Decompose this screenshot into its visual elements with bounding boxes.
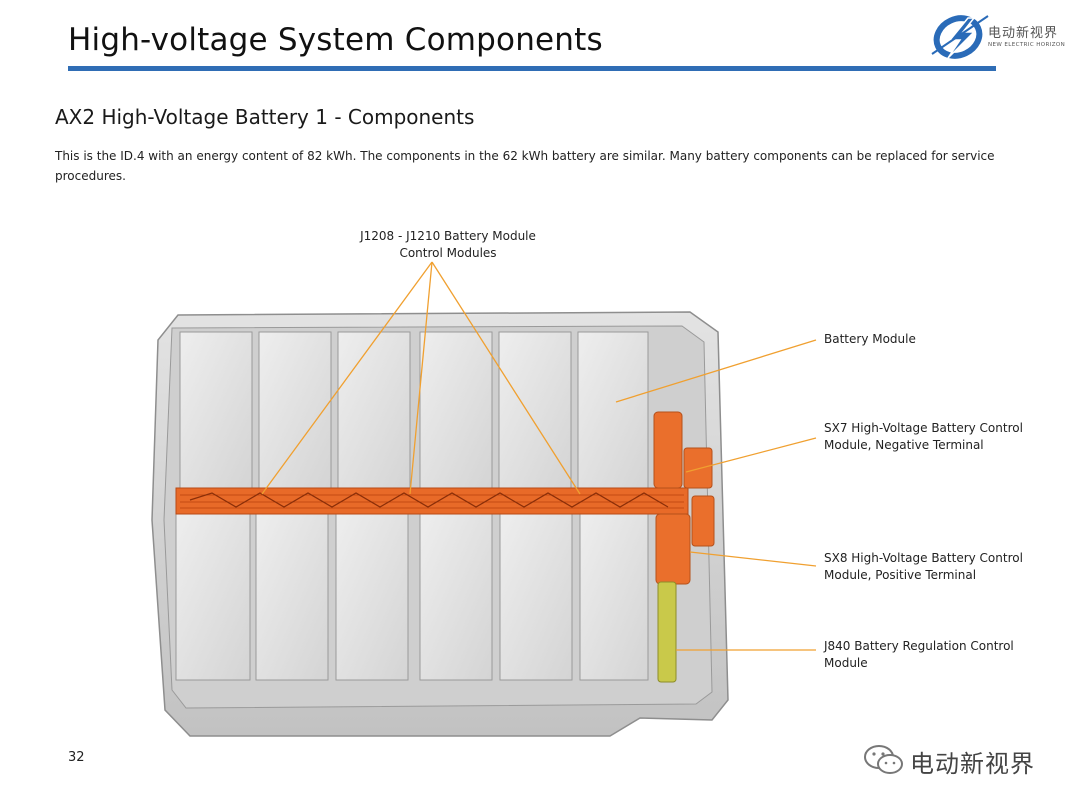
slide-title: High-voltage System Components bbox=[68, 22, 603, 58]
battery-module bbox=[337, 331, 411, 491]
battery-modules-bottom bbox=[175, 511, 649, 681]
battery-module bbox=[577, 331, 649, 491]
battery-module bbox=[579, 511, 649, 681]
j840-regulation-module bbox=[657, 581, 677, 683]
callout-sx8: SX8 High-Voltage Battery Control Module,… bbox=[824, 550, 1023, 584]
lightning-logo-icon bbox=[931, 15, 989, 59]
battery-module bbox=[258, 331, 332, 491]
callout-j840-line2: Module bbox=[824, 656, 868, 670]
callout-battery-module: Battery Module bbox=[824, 331, 916, 348]
section-description: This is the ID.4 with an energy content … bbox=[55, 149, 995, 183]
callout-sx7: SX7 High-Voltage Battery Control Module,… bbox=[824, 420, 1023, 454]
battery-module bbox=[498, 331, 572, 491]
logo-english-name: NEW ELECTRIC HORIZON bbox=[988, 42, 1066, 48]
callout-sx7-line2: Module, Negative Terminal bbox=[824, 438, 984, 452]
logo-chinese-name: 电动新视界 bbox=[988, 26, 1059, 41]
callout-leader-lines bbox=[261, 261, 817, 651]
battery-module bbox=[419, 511, 493, 681]
section-subtitle: AX2 High-Voltage Battery 1 - Components bbox=[55, 105, 475, 129]
callout-battery-module-label: Battery Module bbox=[824, 332, 916, 346]
battery-module bbox=[255, 511, 329, 681]
page-number: 32 bbox=[68, 750, 85, 765]
callout-sx7-line1: SX7 High-Voltage Battery Control bbox=[824, 421, 1023, 435]
callout-j840-line1: J840 Battery Regulation Control bbox=[824, 639, 1014, 653]
brand-logo: 电动新视界 NEW ELECTRIC HORIZON bbox=[930, 10, 1075, 60]
sx7-control-module bbox=[653, 411, 713, 489]
sx8-control-module bbox=[655, 495, 715, 585]
callout-j840: J840 Battery Regulation Control Module bbox=[824, 638, 1014, 672]
callout-sx8-line1: SX8 High-Voltage Battery Control bbox=[824, 551, 1023, 565]
wechat-icon bbox=[864, 745, 903, 774]
wiring-harness bbox=[175, 487, 689, 515]
battery-module bbox=[499, 511, 573, 681]
callout-control-modules: J1208 - J1210 Battery Module Control Mod… bbox=[358, 228, 538, 262]
callout-control-modules-line2: Control Modules bbox=[399, 246, 497, 260]
watermark-text: 电动新视界 bbox=[910, 750, 1035, 778]
title-underline bbox=[68, 66, 996, 71]
callout-sx8-line2: Module, Positive Terminal bbox=[824, 568, 977, 582]
battery-module bbox=[179, 331, 253, 491]
battery-modules-top bbox=[179, 331, 649, 491]
battery-module bbox=[419, 331, 493, 491]
battery-module bbox=[335, 511, 409, 681]
callout-control-modules-line1: J1208 - J1210 Battery Module bbox=[360, 229, 536, 243]
battery-module bbox=[175, 511, 251, 681]
watermark: 电动新视界 bbox=[862, 740, 1062, 780]
